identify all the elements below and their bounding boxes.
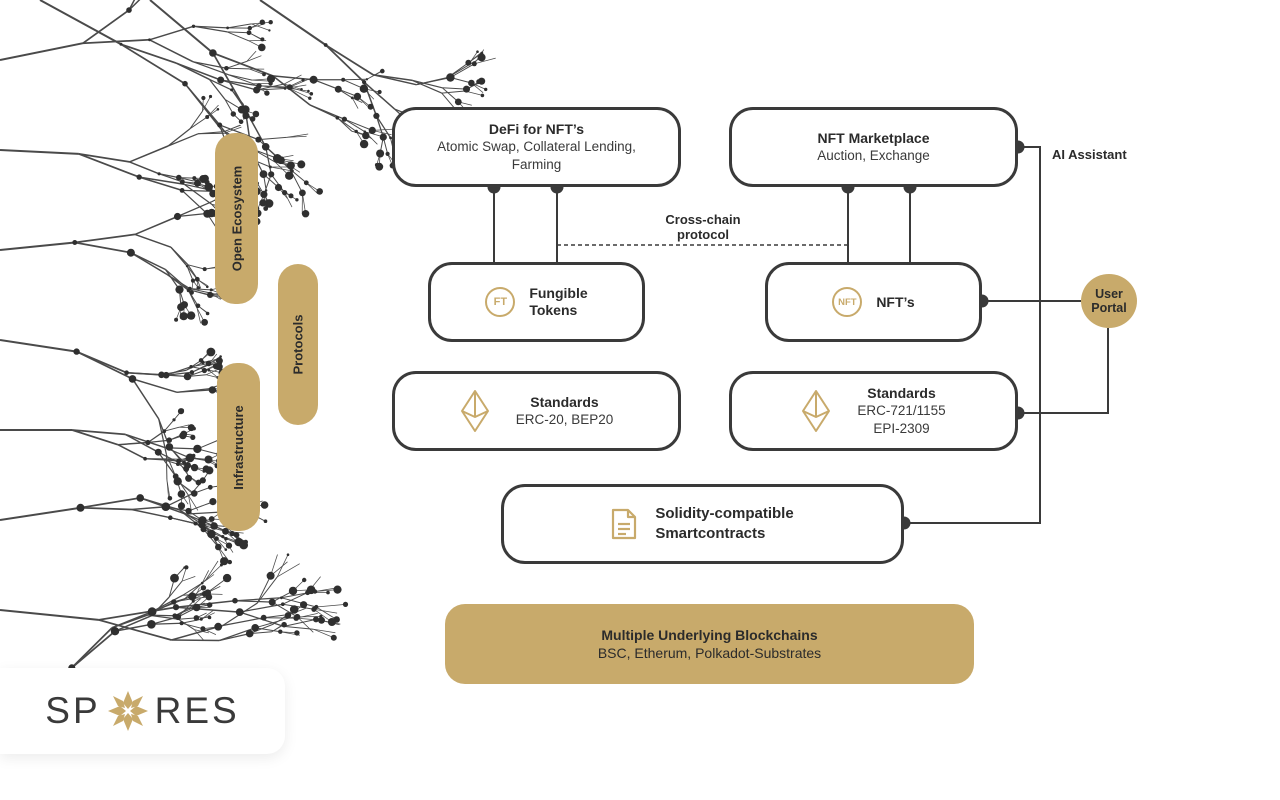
defi-title: DeFi for NFT’s <box>488 120 585 137</box>
defi-line1: Atomic Swap, Collateral Lending, <box>437 138 636 154</box>
flower-logo-icon <box>107 691 148 731</box>
wire-ai-assistant <box>904 146 1041 524</box>
cross-chain-label: Cross-chain protocol <box>648 212 758 242</box>
blockchains-subtitle: BSC, Etherum, Polkadot-Substrates <box>597 645 822 661</box>
pillar-infrastructure-label: Infrastructure <box>231 404 246 490</box>
standards-nft-line1: ERC-721/1155 <box>857 402 946 418</box>
document-icon <box>611 508 637 540</box>
nft-badge: NFT <box>832 287 863 317</box>
pillar-protocols: Protocols <box>278 264 318 425</box>
ft-icon: FT <box>485 287 516 317</box>
logo-text-left: SP <box>45 690 101 731</box>
cross-chain-line1: Cross-chain <box>665 212 741 227</box>
user-portal-line1: User <box>1095 287 1123 301</box>
cross-chain-line2: protocol <box>677 227 729 242</box>
fungible-tokens-box: FT Fungible Tokens <box>428 262 645 342</box>
standards-nft-line2: EPI-2309 <box>873 420 930 436</box>
nft-icon: NFT <box>832 287 863 317</box>
ft-badge: FT <box>485 287 516 317</box>
user-portal: User Portal <box>1081 274 1137 328</box>
defi-box: DeFi for NFT’s Atomic Swap, Collateral L… <box>392 107 681 187</box>
user-portal-line2: Portal <box>1091 301 1127 315</box>
standards-ft-subtitle: ERC-20, BEP20 <box>515 411 614 427</box>
standards-ft-title: Standards <box>530 393 599 410</box>
solidity-box: Solidity-compatible Smartcontracts <box>501 484 904 564</box>
nfts-title: NFT’s <box>876 293 915 310</box>
wire-portal-standards <box>1018 328 1109 414</box>
standards-nft-title: Standards <box>867 384 936 401</box>
pillar-open-ecosystem-label: Open Ecosystem <box>229 165 244 272</box>
fungible-line2: Tokens <box>529 302 578 318</box>
blockchains-title: Multiple Underlying Blockchains <box>601 627 818 643</box>
marketplace-subtitle: Auction, Exchange <box>817 147 930 163</box>
nfts-box: NFT NFT’s <box>765 262 982 342</box>
ethereum-diamond-icon <box>801 389 831 433</box>
solidity-line1: Solidity-compatible <box>655 505 794 522</box>
standards-ft-box: Standards ERC-20, BEP20 <box>392 371 681 451</box>
logo-text-right: RES <box>154 690 240 731</box>
pillar-protocols-label: Protocols <box>290 314 306 375</box>
marketplace-title: NFT Marketplace <box>817 129 930 146</box>
solidity-line2: Smartcontracts <box>655 525 766 542</box>
standards-nft-box: Standards ERC-721/1155 EPI-2309 <box>729 371 1018 451</box>
underlying-blockchains-bar: Multiple Underlying Blockchains BSC, Eth… <box>445 604 974 684</box>
ai-assistant-label: AI Assistant <box>1052 147 1127 162</box>
spores-logo: SP RES <box>0 668 285 754</box>
fungible-line1: Fungible <box>529 285 588 301</box>
ethereum-diamond-icon <box>460 389 490 433</box>
defi-line2: Farming <box>511 156 562 172</box>
pillar-infrastructure: Infrastructure <box>217 363 260 531</box>
pillar-open-ecosystem: Open Ecosystem <box>215 133 258 304</box>
nft-marketplace-box: NFT Marketplace Auction, Exchange <box>729 107 1018 187</box>
